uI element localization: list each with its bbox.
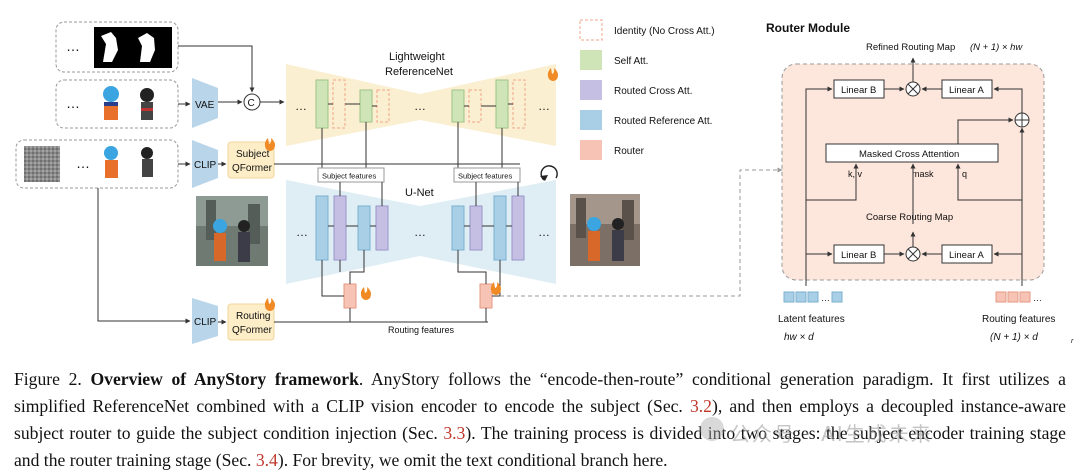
caption-ref[interactable]: 3.4 — [255, 450, 278, 470]
svg-text:…: … — [414, 99, 426, 113]
svg-text:…: … — [296, 225, 308, 239]
input-connectors — [97, 45, 520, 325]
vae-label: VAE — [195, 100, 215, 111]
caption-ref[interactable]: 3.2 — [689, 396, 712, 416]
legend-identity: Identity (No Cross Att.) — [614, 26, 715, 37]
svg-text:Subject features: Subject features — [458, 172, 512, 181]
router-right — [479, 283, 493, 309]
flame-icon — [490, 282, 501, 295]
loop-arrow-icon — [540, 165, 558, 181]
referencenet: Lightweight ReferenceNet … … … — [286, 51, 556, 146]
subject-image-row: … — [55, 79, 179, 129]
routing-features-dim-sub: r — [1071, 338, 1074, 345]
figure-caption: Figure 2. Overview of AnyStory framework… — [14, 369, 1066, 470]
svg-text:Linear B: Linear B — [841, 250, 876, 261]
routing-features-tokens: … — [995, 291, 1042, 303]
ellipsis-label: … — [66, 95, 80, 111]
svg-text:Routing: Routing — [236, 311, 270, 322]
referencenet-title: Lightweight — [389, 51, 445, 63]
routing-features-label: Routing features — [982, 314, 1055, 325]
unet: U-Net … … … — [286, 180, 556, 284]
black-goku-character-icon — [141, 147, 153, 177]
clip-label: CLIP — [194, 160, 217, 171]
svg-text:k, v: k, v — [848, 169, 863, 179]
flame-icon — [547, 68, 558, 81]
legend-routed-cross: Routed Cross Att. — [614, 86, 692, 97]
legend-self-swatch — [580, 50, 602, 70]
noise-image — [24, 146, 60, 182]
subject-features-right: Subject features — [453, 167, 521, 183]
output-image — [570, 194, 640, 266]
svg-text:Coarse Routing Map: Coarse Routing Map — [866, 212, 953, 223]
caption-figure-number: Figure 2. — [14, 369, 82, 389]
svg-text:Subject: Subject — [236, 149, 270, 160]
svg-text:QFormer: QFormer — [232, 325, 273, 336]
router-module-title: Router Module — [766, 21, 850, 35]
black-goku-character-icon — [140, 88, 154, 120]
clip-encoder-routing: CLIP — [192, 298, 218, 344]
unet-title: U-Net — [405, 187, 434, 199]
routing-features-dim: (N + 1) × d — [990, 332, 1038, 343]
refined-routing-map-dim: (N + 1) × hw — [970, 42, 1023, 53]
svg-text:Subject features: Subject features — [322, 172, 376, 181]
svg-text:C: C — [248, 98, 255, 109]
legend-self: Self Att. — [614, 56, 648, 67]
svg-text:…: … — [538, 225, 550, 239]
svg-text:Linear A: Linear A — [949, 250, 985, 261]
watermark: 公众号 · AI生成未来 — [730, 422, 933, 446]
goku-character-icon — [103, 86, 119, 120]
concat-operator: C — [243, 93, 261, 111]
noise-subject-row: … — [15, 139, 179, 189]
svg-text:ReferenceNet: ReferenceNet — [385, 66, 453, 78]
goku-character-icon — [104, 146, 118, 178]
latent-features-label: Latent features — [778, 314, 845, 325]
legend-router-swatch — [580, 140, 602, 160]
svg-text:…: … — [538, 99, 550, 113]
flame-icon — [360, 287, 371, 300]
latent-features-tokens: … — [783, 291, 843, 303]
flame-icon — [264, 138, 275, 151]
ellipsis-label: … — [76, 155, 90, 171]
legend-routed-reference-swatch — [580, 110, 602, 130]
legend-routed-cross-swatch — [580, 80, 602, 100]
latent-features-dim: hw × d — [784, 332, 814, 343]
reference-feature-links — [321, 122, 503, 172]
routing-features-label: Routing features — [388, 325, 455, 335]
svg-text:Masked Cross Attention: Masked Cross Attention — [859, 149, 959, 160]
router-zoom-link — [500, 167, 783, 297]
legend-identity-swatch — [579, 19, 603, 41]
input-latent-image — [196, 196, 268, 266]
svg-text:Linear A: Linear A — [949, 85, 985, 96]
svg-text:…: … — [1033, 293, 1042, 303]
svg-text:mask: mask — [912, 169, 934, 179]
svg-text:Linear B: Linear B — [841, 85, 876, 96]
mask-input-row: … — [55, 21, 179, 73]
subject-features-left: Subject features — [317, 167, 385, 183]
caption-ref[interactable]: 3.3 — [443, 423, 466, 443]
router-module: Router Module Refined Routing Map (N + 1… — [766, 21, 1074, 345]
vae-encoder: VAE — [192, 78, 218, 128]
caption-title: Overview of AnyStory framework — [90, 369, 359, 389]
svg-text:…: … — [414, 225, 426, 239]
refined-routing-map-label: Refined Routing Map — [866, 42, 955, 53]
clip-label: CLIP — [194, 317, 217, 328]
svg-text:…: … — [821, 293, 830, 303]
flame-icon — [264, 298, 275, 311]
framework-figure: … … … VAE — [15, 19, 1074, 345]
ellipsis-label: … — [66, 38, 80, 54]
legend: Identity (No Cross Att.) Self Att. Route… — [579, 19, 715, 160]
legend-routed-reference: Routed Reference Att. — [614, 116, 712, 127]
legend-router: Router — [614, 146, 645, 157]
clip-encoder-subject: CLIP — [192, 140, 218, 188]
svg-text:QFormer: QFormer — [232, 163, 273, 174]
svg-text:q: q — [962, 169, 967, 179]
subject-qformer: Subject QFormer — [227, 141, 275, 179]
svg-text:…: … — [295, 99, 307, 113]
routing-qformer: Routing QFormer — [227, 303, 275, 341]
router-left — [343, 283, 357, 309]
watermark-icon — [700, 417, 724, 441]
